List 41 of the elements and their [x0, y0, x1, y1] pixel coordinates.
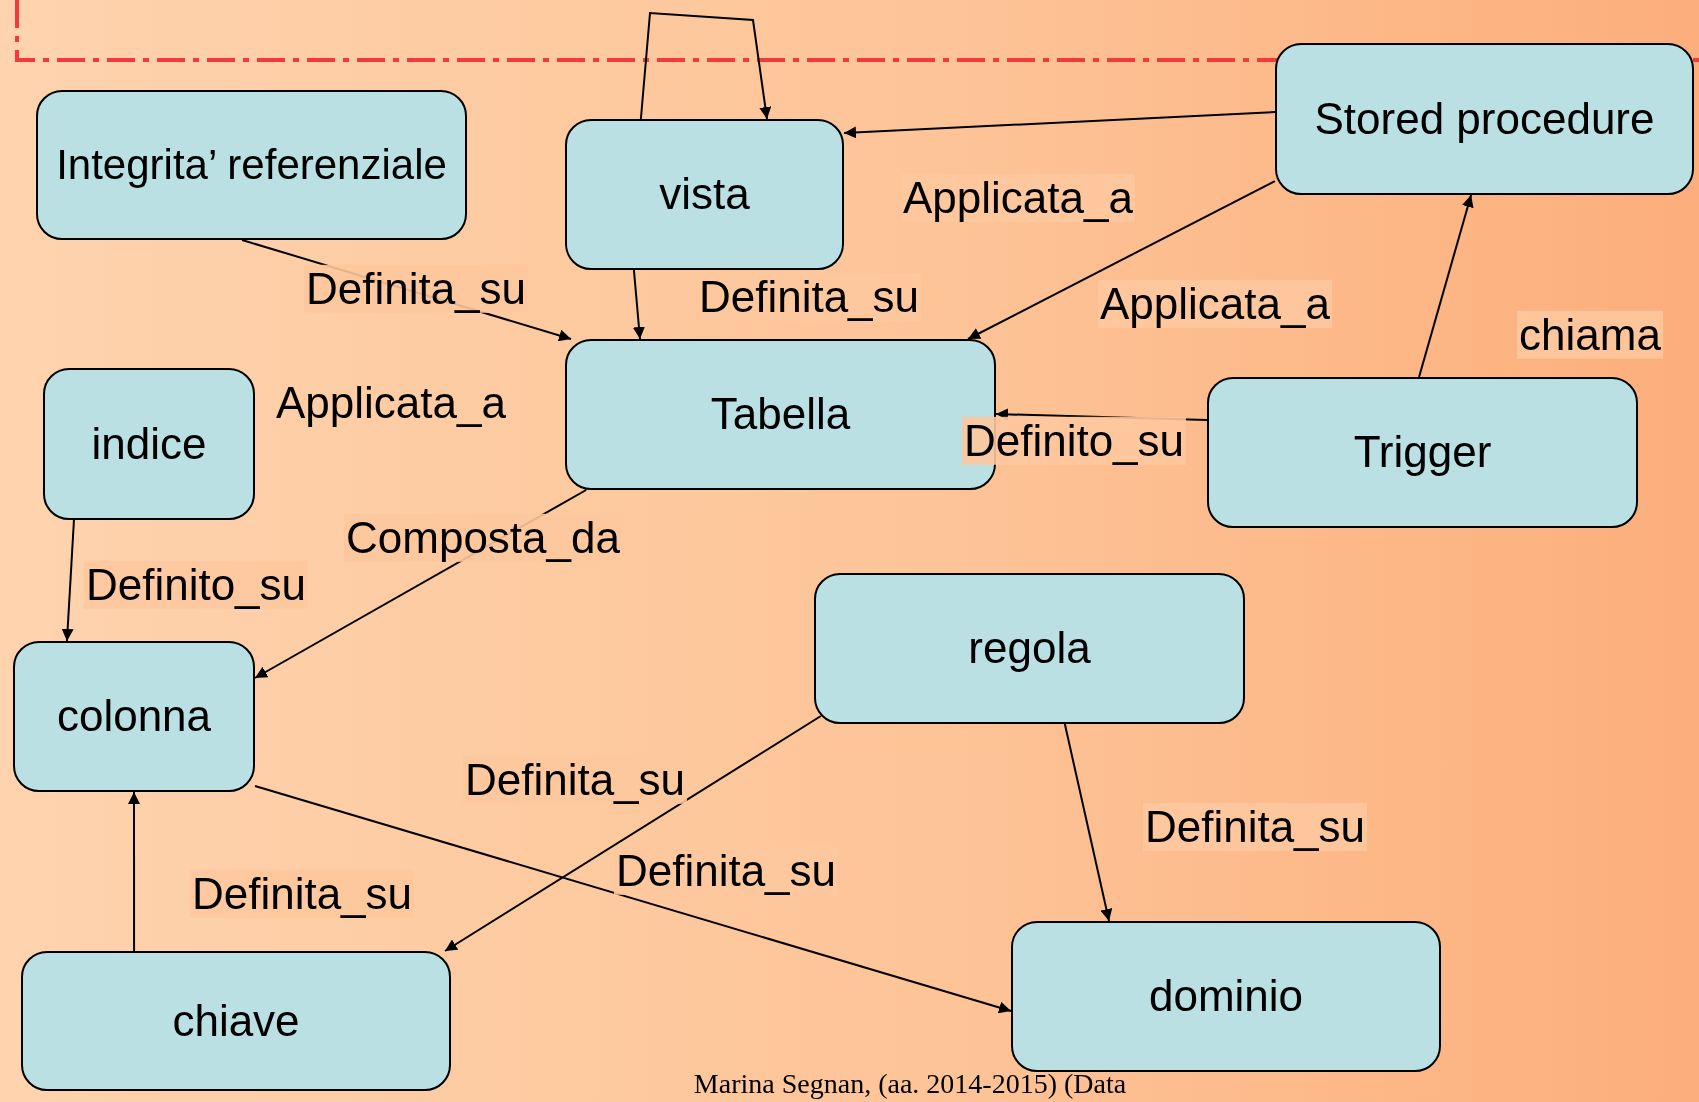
- edge-label: Definito_su: [961, 416, 1187, 466]
- entity-box: [1011, 921, 1441, 1072]
- arrow: [632, 269, 645, 340]
- entity-name: vista: [659, 170, 750, 219]
- entity-name: Tabella: [710, 390, 851, 439]
- arrow: [61, 519, 75, 642]
- entity-name: dominio: [1148, 972, 1304, 1021]
- edge-label: chiama: [1517, 310, 1663, 360]
- entity-box: [1275, 43, 1694, 195]
- relation-label: Applicata_a: [276, 378, 506, 428]
- edge-label: Applicata_a: [1098, 279, 1332, 329]
- edge-label: Definita_su: [613, 846, 839, 896]
- arrow: [843, 111, 1276, 139]
- arrow: [639, 11, 772, 120]
- edge-label: Definita_su: [189, 869, 415, 919]
- edge-label: Definita_su: [1142, 802, 1368, 852]
- arrow: [128, 791, 140, 952]
- entity-name: Stored procedure: [1314, 94, 1655, 144]
- edge-label: Definito_su: [83, 560, 309, 610]
- footer-text: Marina Segnan, (aa. 2014-2015) (Data: [693, 1068, 1127, 1100]
- entity-box: [36, 90, 467, 240]
- entity-box: [565, 119, 844, 270]
- entity-name: Integrita’ referenziale: [56, 141, 447, 189]
- entity-name: colonna: [56, 692, 212, 741]
- entity-name: chiave: [172, 996, 300, 1046]
- arrow: [1418, 194, 1474, 378]
- entity-name: Trigger: [1353, 428, 1492, 477]
- arrow: [254, 784, 1012, 1014]
- arrow: [967, 180, 1276, 340]
- entity-name: regola: [968, 624, 1091, 673]
- edge-label: Composta_da: [344, 513, 622, 563]
- edge-label: Applicata_a: [901, 173, 1135, 223]
- arrow: [444, 715, 822, 952]
- entity-box: [43, 368, 255, 520]
- edge-label: Definita_su: [462, 755, 688, 805]
- entity-box: [1207, 377, 1638, 528]
- entity-box: [21, 951, 451, 1091]
- entity-name: indice: [91, 419, 207, 469]
- entity-box: [13, 641, 255, 792]
- entity-box: [814, 573, 1245, 724]
- arrow: [1063, 723, 1113, 922]
